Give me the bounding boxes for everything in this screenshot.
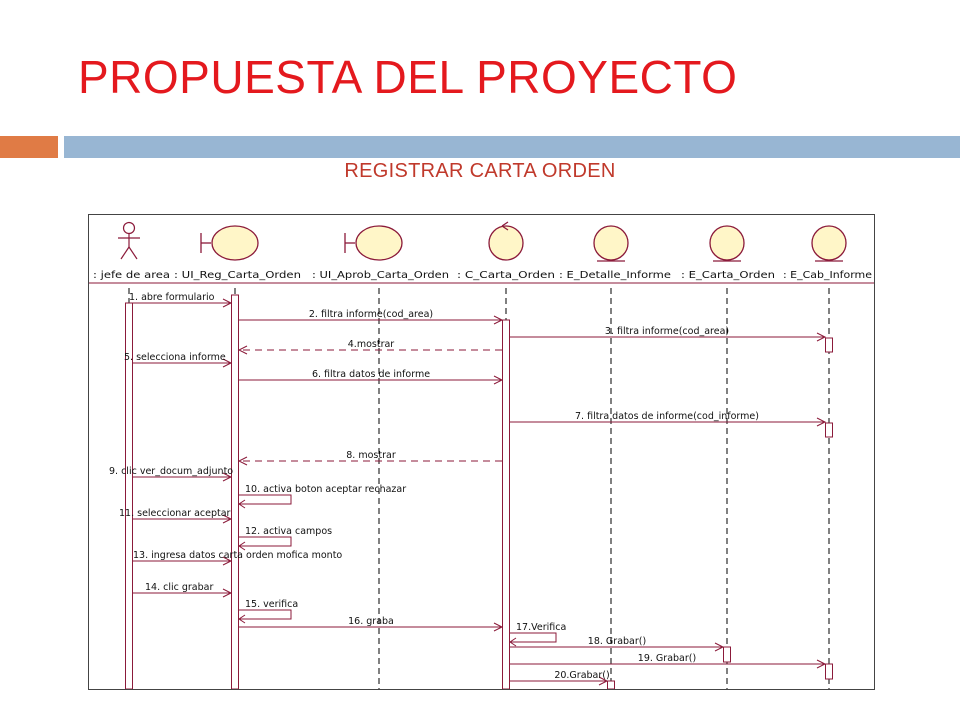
message-label: 4.mostrar [348, 339, 395, 350]
activation-bar [502, 319, 510, 689]
arrow-head [509, 637, 517, 647]
activation-bar [125, 302, 133, 689]
message-label: 19. Grabar() [638, 653, 696, 664]
activation-bar [825, 663, 833, 680]
entity-icon [593, 225, 629, 262]
message-9: 9. clic ver_docum_adjunto [109, 466, 233, 482]
message-label: 16. graba [348, 616, 394, 627]
arrow-head [816, 659, 827, 669]
message-4: 4.mostrar [237, 339, 502, 355]
participant-e_detalle: : E_Detalle_Informe [559, 225, 671, 689]
control-icon [488, 221, 524, 261]
arrow-head [816, 417, 827, 427]
arrow-head [493, 622, 504, 632]
boundary-icon [200, 225, 259, 261]
activation-bar [825, 422, 833, 438]
message-5: 5. selecciona informe [124, 352, 233, 368]
activation-bar [607, 680, 615, 689]
participant-name: : jefe de area [93, 270, 170, 281]
participant-e_cab: : E_Cab_Informe [783, 225, 872, 689]
diagram-subtitle: REGISTRAR CARTA ORDEN [344, 160, 616, 182]
message-label: 12. activa campos [245, 526, 332, 537]
message-line [239, 536, 292, 547]
arrow-head [714, 642, 725, 652]
participant-ui_aprob: : UI_Aprob_Carta_Orden [312, 225, 449, 689]
message-label: 11. seleccionar aceptar [119, 508, 231, 519]
sequence-diagram: : jefe de area : UI_Reg_Carta_Orden : UI_A… [88, 214, 875, 690]
participant-name: : C_Carta_Orden [457, 270, 555, 281]
message-16: 16. graba [239, 616, 504, 632]
message-label: 3. filtra informe(cod_area) [605, 326, 729, 337]
arrow-head [816, 332, 827, 342]
message-label: 14. clic grabar [145, 582, 213, 593]
arrow-head [237, 456, 248, 466]
activation-bar [723, 646, 731, 663]
activation-bar [825, 337, 833, 353]
participant-name: : UI_Reg_Carta_Orden [174, 270, 301, 281]
message-label: 13. ingresa datos carta orden mofica mon… [133, 550, 342, 561]
activation-bar [231, 294, 239, 689]
message-label: 8. mostrar [346, 450, 396, 461]
sequence-diagram-canvas: : jefe de area : UI_Reg_Carta_Orden : UI_A… [89, 221, 874, 689]
message-label: 1. abre formulario [129, 292, 215, 303]
message-20: 20.Grabar() [510, 670, 610, 686]
accent-bar [0, 136, 58, 158]
message-label: 2. filtra informe(cod_area) [309, 309, 433, 320]
message-2: 2. filtra informe(cod_area) [239, 309, 504, 325]
message-12: 12. activa campos [238, 526, 332, 551]
arrow-head [493, 375, 504, 385]
message-label: 18. Grabar() [588, 636, 646, 647]
message-15: 15. verifica [238, 599, 298, 624]
entity-icon [709, 225, 745, 262]
participant-name: : UI_Aprob_Carta_Orden [312, 270, 449, 281]
message-label: 15. verifica [245, 599, 298, 610]
arrow-head [238, 614, 246, 624]
message-line [239, 494, 292, 505]
entity-icon [811, 225, 847, 262]
arrow-head [238, 541, 246, 551]
message-label: 5. selecciona informe [124, 352, 226, 363]
arrow-head [493, 315, 504, 325]
arrow-head [222, 556, 233, 566]
arrow-head [222, 472, 233, 482]
message-14: 14. clic grabar [133, 582, 233, 598]
message-1: 1. abre formulario [129, 292, 233, 308]
message-8: 8. mostrar [237, 450, 502, 466]
arrow-head [222, 298, 233, 308]
participant-e_carta: : E_Carta_Orden [681, 225, 775, 689]
message-10: 10. activa boton aceptar rechazar [238, 484, 406, 509]
participant-name: : E_Cab_Informe [783, 270, 872, 281]
message-11: 11. seleccionar aceptar [119, 508, 233, 524]
arrow-head [222, 514, 233, 524]
message-label: 9. clic ver_docum_adjunto [109, 466, 233, 477]
message-19: 19. Grabar() [510, 653, 827, 669]
arrow-head [237, 345, 248, 355]
arrow-head [238, 499, 246, 509]
message-label: 17.Verifica [516, 622, 566, 633]
arrow-head [598, 676, 609, 686]
message-label: 7. filtra datos de informe(cod_informe) [575, 411, 759, 422]
actor-icon [118, 221, 140, 260]
participant-name: : E_Detalle_Informe [559, 270, 671, 281]
boundary-icon [344, 225, 403, 261]
arrow-head [222, 358, 233, 368]
message-18: 18. Grabar() [510, 636, 725, 652]
message-line [510, 632, 557, 643]
message-17: 17.Verifica [509, 622, 566, 647]
message-label: 6. filtra datos de informe [312, 369, 430, 380]
slide-title: PROPUESTA DEL PROYECTO [78, 51, 738, 103]
message-label: 10. activa boton aceptar rechazar [245, 484, 406, 495]
message-13: 13. ingresa datos carta orden mofica mon… [133, 550, 342, 566]
participant-name: : E_Carta_Orden [681, 270, 775, 281]
arrow-head [222, 588, 233, 598]
message-7: 7. filtra datos de informe(cod_informe) [510, 411, 827, 427]
message-6: 6. filtra datos de informe [239, 369, 504, 385]
message-label: 20.Grabar() [554, 670, 609, 681]
message-line [239, 609, 292, 620]
message-3: 3. filtra informe(cod_area) [510, 326, 827, 342]
header-bar [64, 136, 960, 158]
